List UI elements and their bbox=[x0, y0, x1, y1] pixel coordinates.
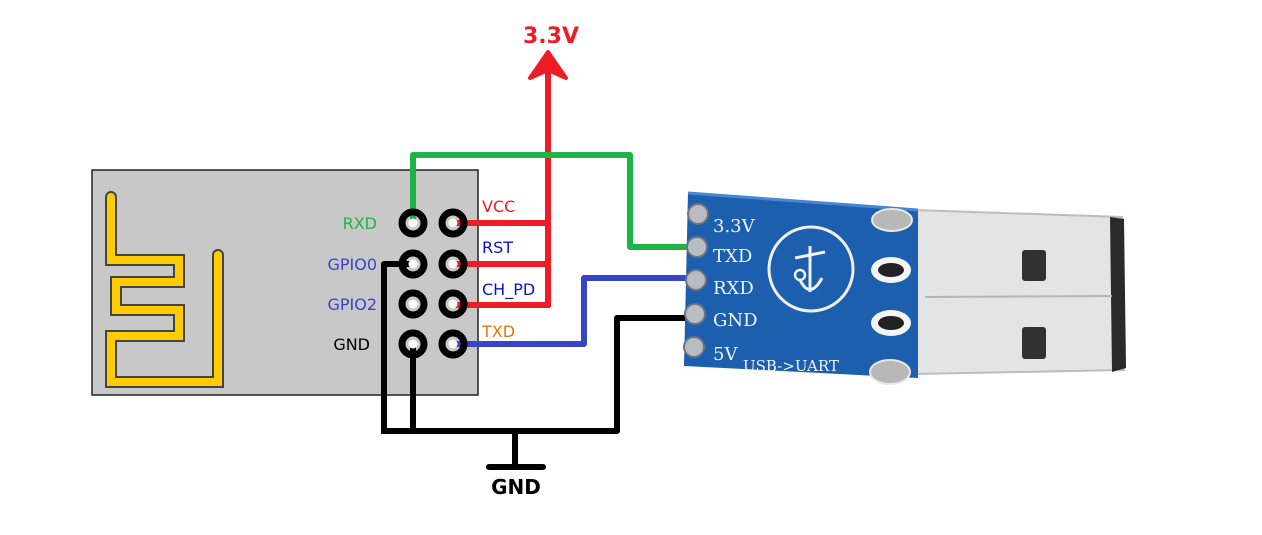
pcb-pad bbox=[869, 359, 911, 385]
wire-rxd-to-txd bbox=[410, 152, 692, 250]
pin-hole bbox=[448, 218, 458, 228]
uart-pin-label-txd: TXD bbox=[713, 246, 752, 267]
pin-hole bbox=[448, 259, 458, 269]
pin-hole bbox=[408, 339, 418, 349]
uart-header-pin bbox=[684, 303, 706, 325]
pin-rst bbox=[438, 249, 468, 279]
pin-hole bbox=[408, 218, 418, 228]
usb-contact-window bbox=[1022, 250, 1046, 281]
pin-gpio0 bbox=[398, 249, 428, 279]
pin-gpio2 bbox=[398, 289, 428, 319]
pin-hole bbox=[448, 299, 458, 309]
usb-contact-window bbox=[1022, 327, 1046, 359]
uart-header-pin bbox=[683, 336, 705, 358]
uart-pin-label-rxd: RXD bbox=[713, 278, 754, 299]
pcb-pad bbox=[871, 208, 913, 232]
uart-board-label: USB->UART bbox=[743, 357, 839, 375]
pin-label-rxd: RXD bbox=[343, 214, 377, 233]
pin-label-gpio0: GPIO0 bbox=[327, 255, 377, 274]
uart-header-pins bbox=[683, 203, 709, 358]
arrow-up-icon bbox=[528, 50, 568, 80]
pin-txd bbox=[438, 329, 468, 359]
power-label: 3.3V bbox=[523, 24, 579, 49]
uart-header-pin bbox=[687, 203, 709, 225]
wire-txd-to-rxd bbox=[453, 275, 692, 347]
usb-plug bbox=[914, 208, 1126, 376]
pin-label-txd: TXD bbox=[481, 322, 515, 341]
pin-label-gpio2: GPIO2 bbox=[327, 295, 377, 314]
pin-hole bbox=[448, 339, 458, 349]
esp-pins bbox=[398, 208, 468, 359]
logo-icon bbox=[767, 225, 855, 313]
pin-rxd bbox=[398, 208, 428, 238]
pin-gnd bbox=[398, 329, 428, 359]
pin-vcc bbox=[438, 208, 468, 238]
pin-label-ch-pd: CH_PD bbox=[482, 280, 535, 300]
pin-ch-pd bbox=[438, 289, 468, 319]
wire-ground-bus bbox=[381, 315, 692, 434]
uart-header-pin bbox=[685, 269, 707, 291]
pin-hole bbox=[408, 299, 418, 309]
pin-label-gnd: GND bbox=[333, 335, 370, 354]
uart-pin-label-5v: 5V bbox=[713, 344, 738, 365]
pin-label-rst: RST bbox=[482, 238, 513, 257]
pin-label-vcc: VCC bbox=[482, 197, 515, 216]
esp8266-module: RXD GPIO0 GPIO2 GND VCC RST CH_PD TXD bbox=[91, 169, 535, 396]
pin-hole bbox=[408, 259, 418, 269]
usb-uart-adapter: 3.3V TXD RXD GND 5V USB->UART bbox=[683, 191, 1126, 385]
uart-pin-label-gnd: GND bbox=[713, 310, 758, 331]
uart-header-pin bbox=[686, 236, 708, 258]
ground-label: GND bbox=[491, 475, 541, 499]
uart-pcb bbox=[684, 193, 918, 378]
uart-pin-label-3v3: 3.3V bbox=[713, 216, 756, 237]
